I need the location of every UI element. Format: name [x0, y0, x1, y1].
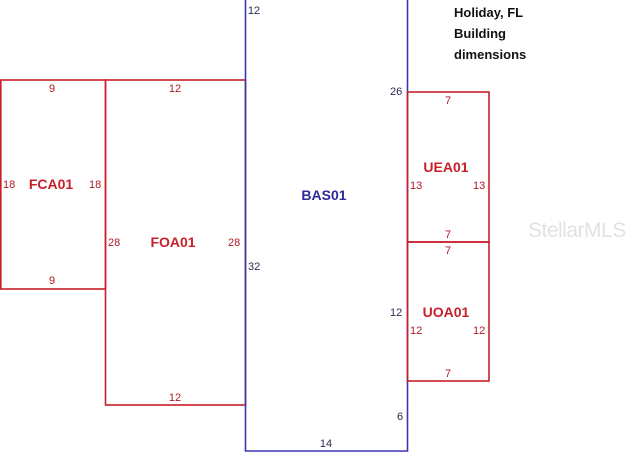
bas01-dim-right-middle: 12 — [390, 307, 402, 319]
area-foa01: 12 28 28 12 FOA01 — [104, 79, 247, 406]
foa01-dim-bottom: 12 — [169, 392, 181, 404]
uea01-dim-right: 13 — [473, 180, 485, 192]
bas01-label: BAS01 — [301, 187, 346, 203]
bas01-dim-right-lower: 6 — [397, 411, 403, 423]
area-bas01: 12 26 32 12 6 14 BAS01 — [244, 0, 409, 452]
uea01-dim-left: 13 — [410, 180, 422, 192]
uea01-label: UEA01 — [423, 159, 468, 175]
watermark: StellarMLS — [528, 219, 626, 242]
caption-line-dimensions: dimensions — [454, 47, 527, 62]
foa01-dim-left: 28 — [108, 237, 120, 249]
caption-line-location: Holiday, FL — [454, 5, 524, 20]
bas01-outline — [244, 0, 409, 452]
uoa01-dim-left: 12 — [410, 325, 422, 337]
area-uoa01: 7 12 12 7 UOA01 — [406, 241, 490, 382]
uoa01-outline — [406, 241, 490, 382]
sketch-caption: Holiday, FL Building dimensions — [454, 2, 634, 65]
bas01-dim-top: 12 — [248, 5, 260, 17]
foa01-dim-top: 12 — [169, 83, 181, 95]
fca01-dim-top: 9 — [49, 83, 55, 95]
uoa01-dim-bottom: 7 — [445, 368, 451, 380]
fca01-label: FCA01 — [29, 176, 74, 192]
fca01-dim-bottom: 9 — [49, 275, 55, 287]
fca01-dim-left: 18 — [3, 179, 15, 191]
bas01-dim-left: 32 — [248, 261, 260, 273]
foa01-dim-right: 28 — [228, 237, 240, 249]
fca01-dim-right: 18 — [89, 179, 101, 191]
area-uea01: 7 13 13 7 UEA01 — [406, 91, 490, 243]
bas01-dim-bottom: 14 — [320, 438, 332, 450]
uoa01-dim-top: 7 — [445, 245, 451, 257]
bas01-dim-right-upper: 26 — [390, 86, 402, 98]
uea01-dim-top: 7 — [445, 95, 451, 107]
area-fca01: 9 18 18 9 FCA01 — [0, 79, 107, 290]
caption-line-building: Building — [454, 26, 506, 41]
uoa01-dim-right: 12 — [473, 325, 485, 337]
uoa01-label: UOA01 — [423, 304, 470, 320]
uea01-dim-bottom: 7 — [445, 229, 451, 241]
foa01-label: FOA01 — [150, 234, 195, 250]
